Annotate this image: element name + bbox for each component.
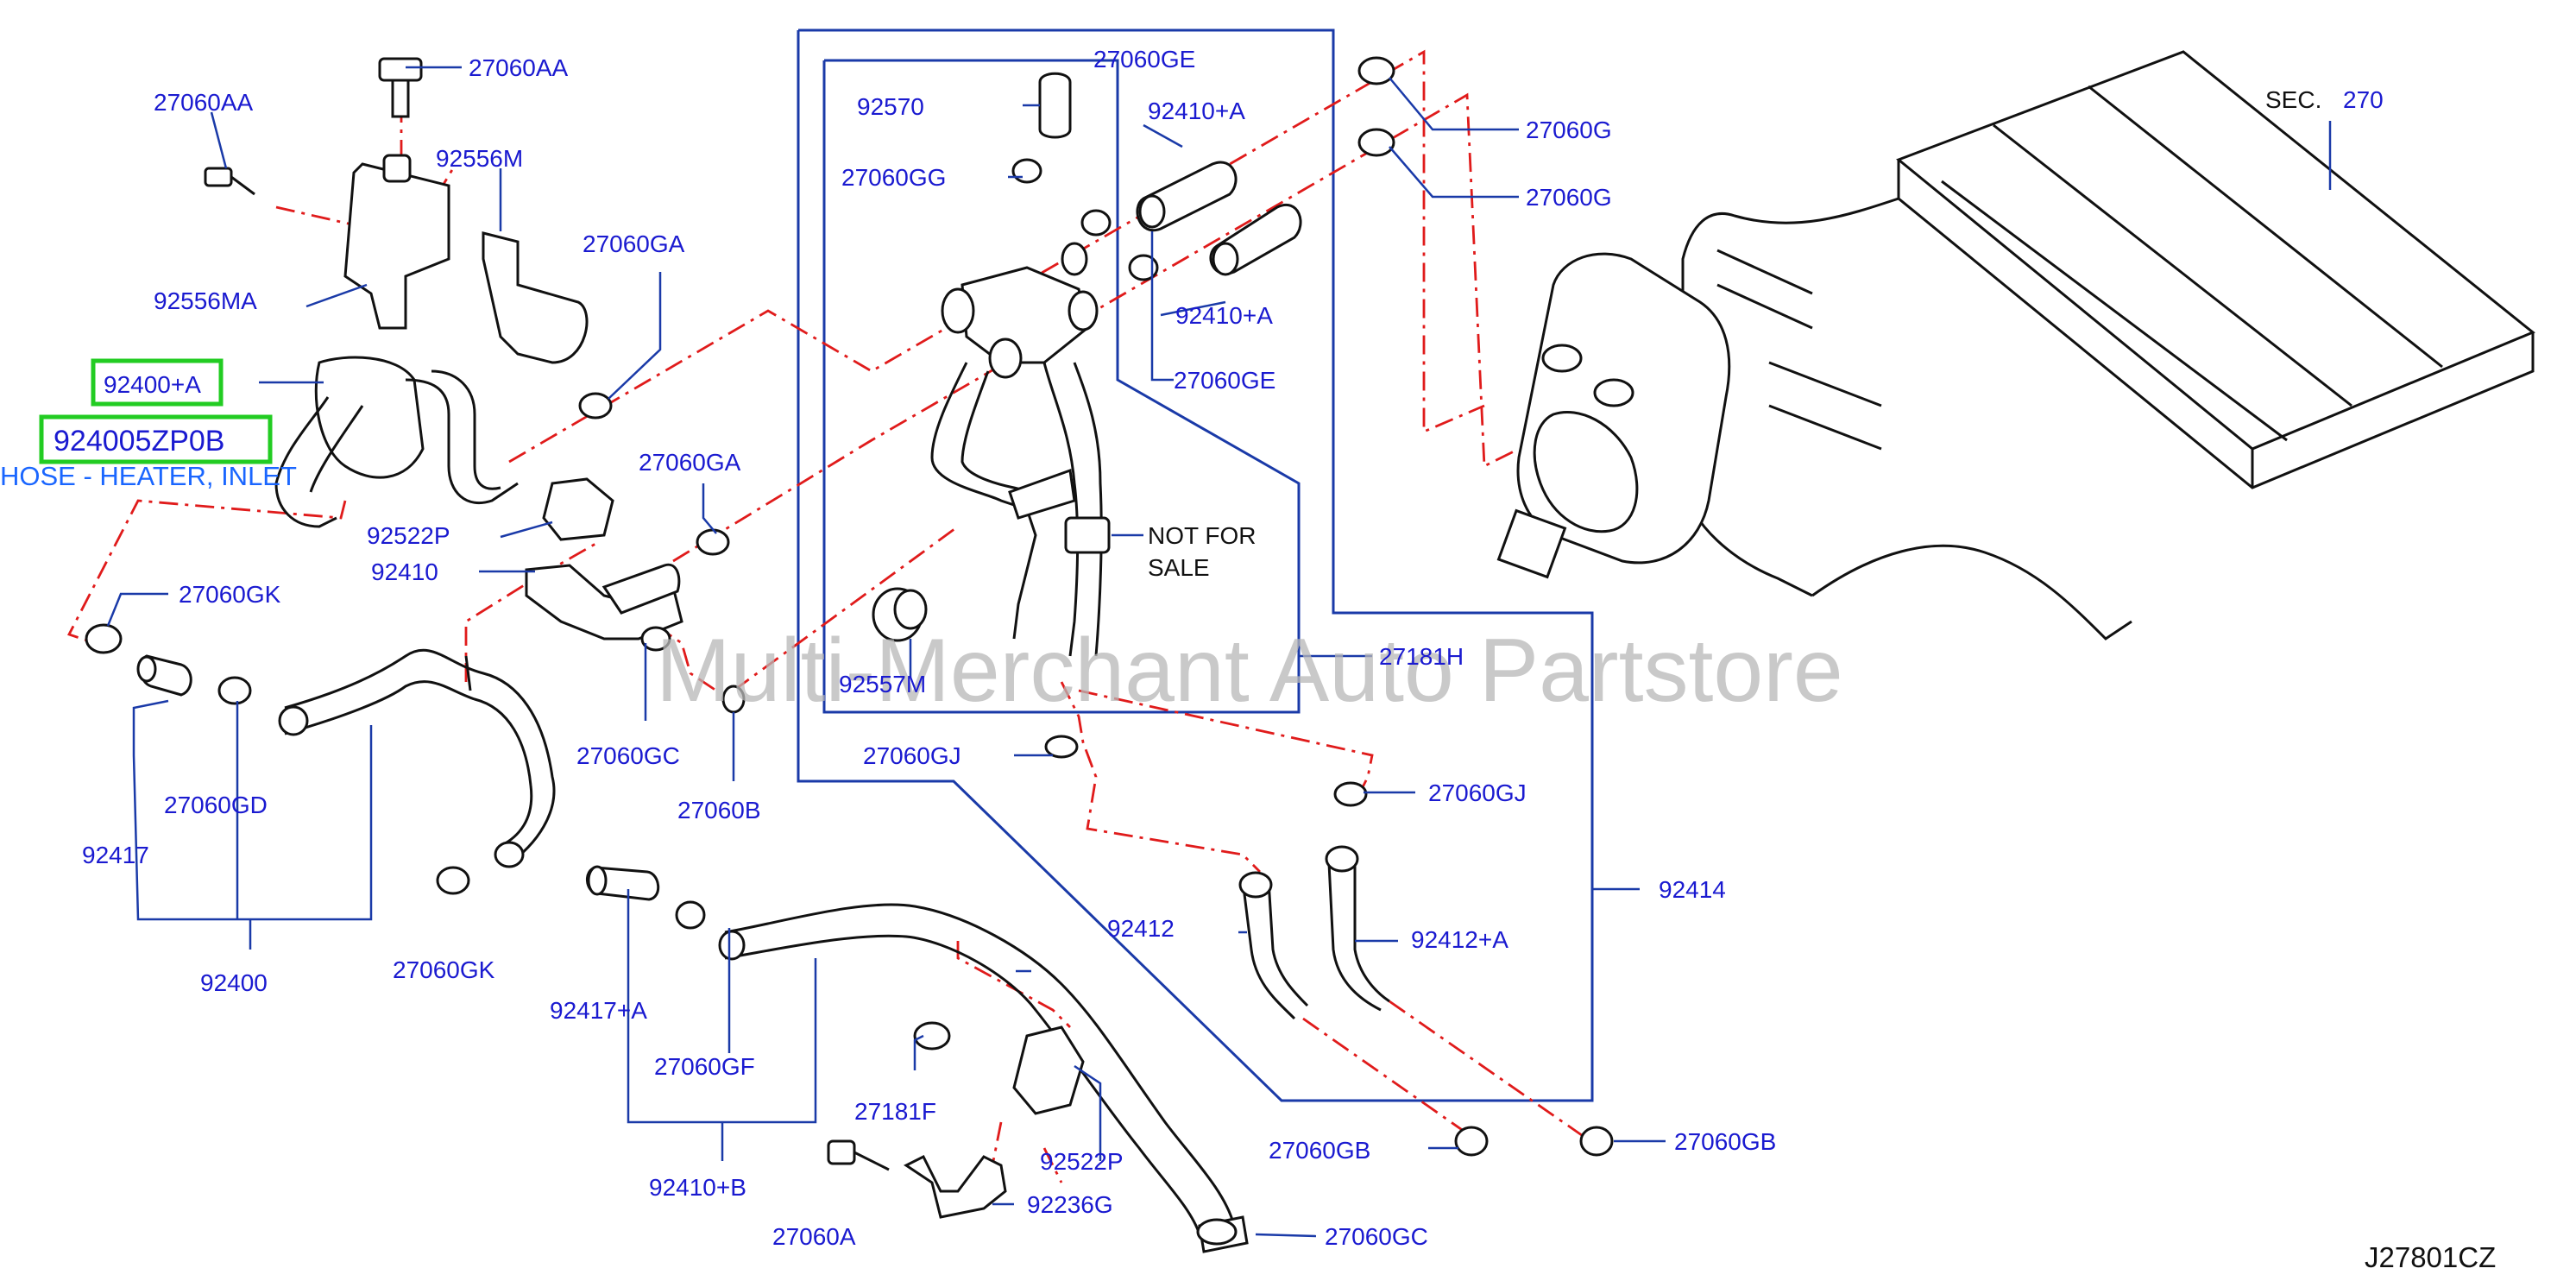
plug-92570 bbox=[1038, 72, 1072, 139]
label-27060GA-1[interactable]: 27060GA bbox=[583, 230, 685, 257]
watermark-text: Multi-Merchant Auto Partstore bbox=[656, 621, 1843, 721]
label-92400[interactable]: 92400 bbox=[200, 969, 268, 996]
section-ref-prefix: SEC. bbox=[2265, 86, 2321, 113]
highlight-box-part-a bbox=[91, 358, 224, 407]
label-27060A[interactable]: 27060A bbox=[772, 1223, 856, 1250]
label-92414[interactable]: 92414 bbox=[1659, 876, 1726, 903]
assembly-box-outer bbox=[797, 28, 1594, 1102]
heater-hose-92400 bbox=[278, 648, 556, 868]
label-27060GA-2[interactable]: 27060GA bbox=[639, 449, 741, 476]
label-27060GC-1[interactable]: 27060GC bbox=[576, 742, 680, 769]
label-92410A-2[interactable]: 92410+A bbox=[1175, 302, 1273, 329]
hoses-92412 bbox=[1238, 845, 1390, 1020]
label-92400A[interactable]: 92400+A bbox=[104, 371, 201, 398]
short-hoses-92410A bbox=[1136, 161, 1302, 276]
label-92410A-1[interactable]: 92410+A bbox=[1148, 98, 1245, 124]
label-27060G-1[interactable]: 27060G bbox=[1526, 117, 1612, 143]
assembly-box-inner bbox=[822, 59, 1301, 714]
label-92570[interactable]: 92570 bbox=[857, 93, 924, 120]
label-27060AA-left[interactable]: 27060AA bbox=[154, 89, 254, 116]
heater-inlet-hose-assembly bbox=[274, 356, 519, 528]
clip-92522P-upper bbox=[542, 477, 614, 541]
label-92522P-lower[interactable]: 92522P bbox=[1040, 1148, 1124, 1175]
label-27060GC-2[interactable]: 27060GC bbox=[1325, 1223, 1428, 1250]
heater-valve-assembly bbox=[930, 242, 1111, 657]
label-27060GD[interactable]: 27060GD bbox=[164, 792, 268, 818]
highlight-box-part-number bbox=[39, 414, 273, 464]
label-27060GB-1[interactable]: 27060GB bbox=[1269, 1137, 1370, 1164]
label-92557M[interactable]: 92557M bbox=[839, 671, 926, 697]
label-92417A[interactable]: 92417+A bbox=[550, 997, 647, 1024]
label-27060GJ-2[interactable]: 27060GJ bbox=[1428, 779, 1527, 806]
label-27060GK-2[interactable]: 27060GK bbox=[393, 956, 495, 983]
label-27060GK-1[interactable]: 27060GK bbox=[179, 581, 281, 608]
label-27060B[interactable]: 27060B bbox=[677, 797, 761, 824]
section-ref-number[interactable]: 270 bbox=[2343, 86, 2384, 113]
note-not-for-sale-line1: NOT FOR bbox=[1148, 522, 1256, 549]
label-27060AA-top[interactable]: 27060AA bbox=[469, 54, 569, 81]
label-27181F[interactable]: 27181F bbox=[854, 1098, 936, 1125]
label-92522P-upper[interactable]: 92522P bbox=[367, 522, 450, 549]
label-27060GG[interactable]: 27060GG bbox=[841, 164, 946, 191]
label-27060GJ-1[interactable]: 27060GJ bbox=[863, 742, 961, 769]
label-92410[interactable]: 92410 bbox=[371, 558, 438, 585]
engine-intake-manifold bbox=[1496, 50, 2535, 640]
heater-hose-92410 bbox=[525, 563, 683, 640]
label-27060GE-1[interactable]: 27060GE bbox=[1093, 46, 1195, 73]
label-92556M[interactable]: 92556M bbox=[436, 145, 523, 172]
label-hose-heater-inlet: HOSE - HEATER, INLET bbox=[0, 461, 297, 491]
label-924005ZP0B[interactable]: 924005ZP0B bbox=[54, 425, 225, 458]
label-92412A[interactable]: 92412+A bbox=[1411, 926, 1508, 953]
label-27060GF[interactable]: 27060GF bbox=[654, 1053, 755, 1080]
label-92412[interactable]: 92412 bbox=[1107, 915, 1175, 942]
label-27181H[interactable]: 27181H bbox=[1379, 643, 1464, 670]
label-27060GE-2[interactable]: 27060GE bbox=[1174, 367, 1275, 394]
pipe-92417A bbox=[586, 865, 660, 901]
label-27060GB-2[interactable]: 27060GB bbox=[1674, 1128, 1776, 1155]
label-92236G[interactable]: 92236G bbox=[1027, 1191, 1113, 1218]
label-92410B[interactable]: 92410+B bbox=[649, 1174, 746, 1201]
label-27060G-2[interactable]: 27060G bbox=[1526, 184, 1612, 211]
clip-92522P-lower bbox=[1012, 1025, 1085, 1115]
heater-reservoir-bracket bbox=[204, 57, 589, 364]
label-92417[interactable]: 92417 bbox=[82, 842, 149, 868]
bracket-92236G bbox=[827, 1139, 1007, 1219]
routing-lines bbox=[67, 49, 1589, 1183]
grommet-92557M bbox=[872, 587, 928, 642]
note-not-for-sale-line2: SALE bbox=[1148, 554, 1210, 581]
label-92556MA[interactable]: 92556MA bbox=[154, 287, 257, 314]
clamps bbox=[85, 56, 1614, 1246]
leader-lines bbox=[106, 66, 2332, 1238]
pipe-92417 bbox=[136, 654, 192, 697]
diagram-code: J27801CZ bbox=[2365, 1241, 2496, 1273]
